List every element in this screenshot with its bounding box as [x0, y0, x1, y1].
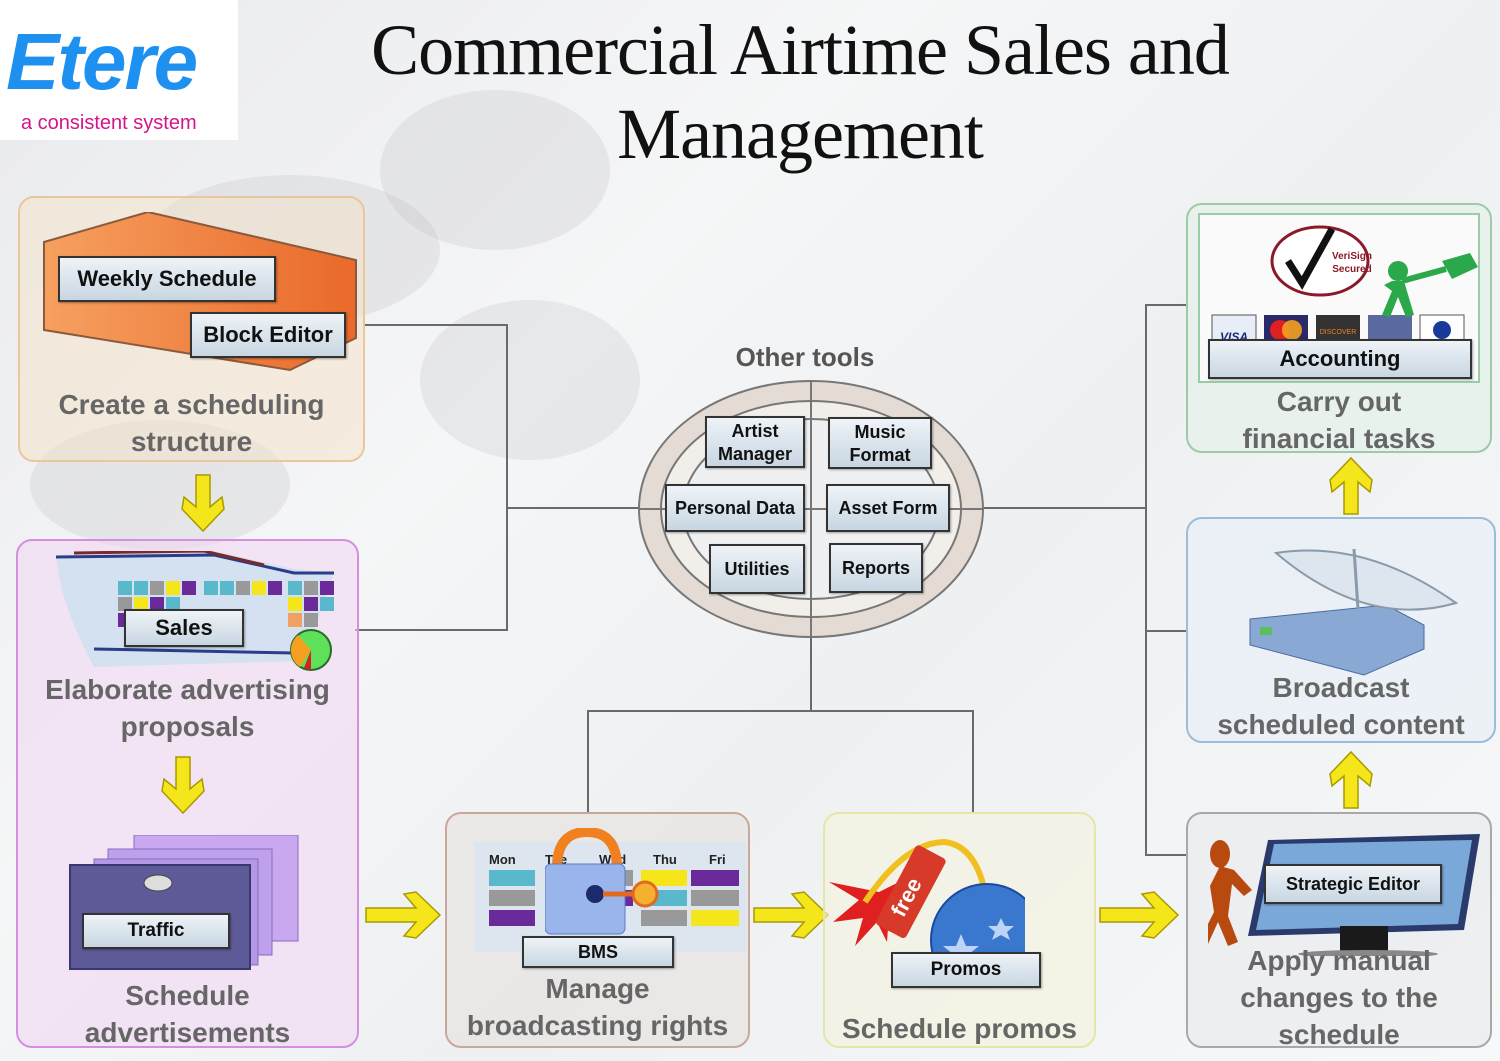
page-title: Commercial Airtime Sales and Management	[290, 8, 1310, 176]
broadcast-caption: Broadcast scheduled content	[1217, 672, 1465, 740]
traffic-documents-icon	[69, 835, 299, 970]
arrow-right-icon	[365, 891, 442, 939]
logo-wordmark: Etere	[6, 17, 198, 106]
day-label: Fri	[709, 852, 726, 867]
utilities-button[interactable]: Utilities	[709, 544, 805, 594]
strategic-editor-panel: Strategic Editor Apply manual changes to…	[1186, 812, 1492, 1050]
scheduling-panel: Weekly Schedule Block Editor Create a sc…	[18, 196, 365, 462]
other-tools-heading: Other tools	[735, 342, 875, 372]
arrow-down-icon	[181, 474, 225, 533]
music-format-button[interactable]: Music Format	[828, 417, 932, 469]
asset-form-button[interactable]: Asset Form	[826, 484, 950, 532]
broadcast-panel: Broadcast scheduled content	[1186, 517, 1496, 743]
padlock-icon	[545, 828, 659, 935]
promos-button[interactable]: Promos	[891, 952, 1041, 988]
accounting-caption: Carry out financial tasks	[1242, 386, 1436, 454]
bms-panel: Mon Tue Wed Thu Fri BMS Manage broadcast…	[445, 812, 750, 1048]
promos-caption: Schedule promos	[842, 1013, 1077, 1044]
etere-logo: Etere a consistent system	[0, 0, 238, 140]
personal-data-button[interactable]: Personal Data	[665, 484, 805, 532]
arrow-up-icon	[1329, 456, 1373, 515]
satellite-dish-icon	[1249, 548, 1459, 676]
svg-text:DISCOVER: DISCOVER	[1320, 329, 1357, 336]
sales-caption: Elaborate advertising proposals	[45, 674, 330, 742]
calendar-blocks	[489, 870, 739, 926]
scheduling-caption: Create a scheduling structure	[58, 389, 325, 457]
block-editor-button[interactable]: Block Editor	[190, 312, 346, 358]
promos-panel: free Promos Schedule promos	[823, 812, 1096, 1048]
verisign-seal-icon: VeriSign Secured DISCOVER VISA	[1211, 225, 1478, 346]
connector-right-trunk	[1145, 304, 1187, 856]
connector-bottom-split	[587, 710, 974, 812]
background-decoration	[380, 90, 610, 250]
accounting-button[interactable]: Accounting	[1208, 339, 1472, 379]
pie-chart-icon	[290, 629, 332, 671]
weekly-schedule-button[interactable]: Weekly Schedule	[58, 256, 276, 302]
bms-caption: Manage broadcasting rights	[466, 973, 729, 1041]
background-decoration	[420, 300, 640, 460]
svg-text:VeriSign: VeriSign	[1332, 251, 1372, 262]
traffic-button[interactable]: Traffic	[82, 913, 230, 949]
arrow-right-icon	[1099, 891, 1180, 939]
title-line-2: Management	[617, 94, 984, 174]
day-label: Thu	[653, 852, 677, 867]
svg-text:Secured: Secured	[1332, 264, 1371, 275]
sales-traffic-panel: Sales Elaborate advertising proposals Tr…	[16, 539, 359, 1048]
arrow-up-icon	[1329, 750, 1373, 809]
connector-scheduling	[355, 324, 508, 631]
title-line-1: Commercial Airtime Sales and	[371, 10, 1230, 90]
arrow-down-icon	[161, 756, 205, 815]
free-promo-icon: free	[829, 838, 1025, 972]
traffic-caption: Schedule advertisements	[84, 980, 291, 1048]
schedule-grid-cells	[118, 581, 334, 627]
reports-button[interactable]: Reports	[829, 543, 923, 593]
arrow-right-icon	[753, 891, 830, 939]
strategic-editor-button[interactable]: Strategic Editor	[1264, 864, 1442, 904]
artist-manager-button[interactable]: Artist Manager	[705, 416, 805, 468]
accounting-panel: VeriSign Secured DISCOVER VISA Accountin…	[1186, 203, 1492, 454]
day-label: Mon	[489, 852, 516, 867]
logo-tagline: a consistent system	[21, 112, 197, 134]
bms-button[interactable]: BMS	[522, 936, 674, 968]
strategic-caption: Apply manual changes to the schedule	[1240, 945, 1438, 1050]
sales-button[interactable]: Sales	[124, 609, 244, 647]
